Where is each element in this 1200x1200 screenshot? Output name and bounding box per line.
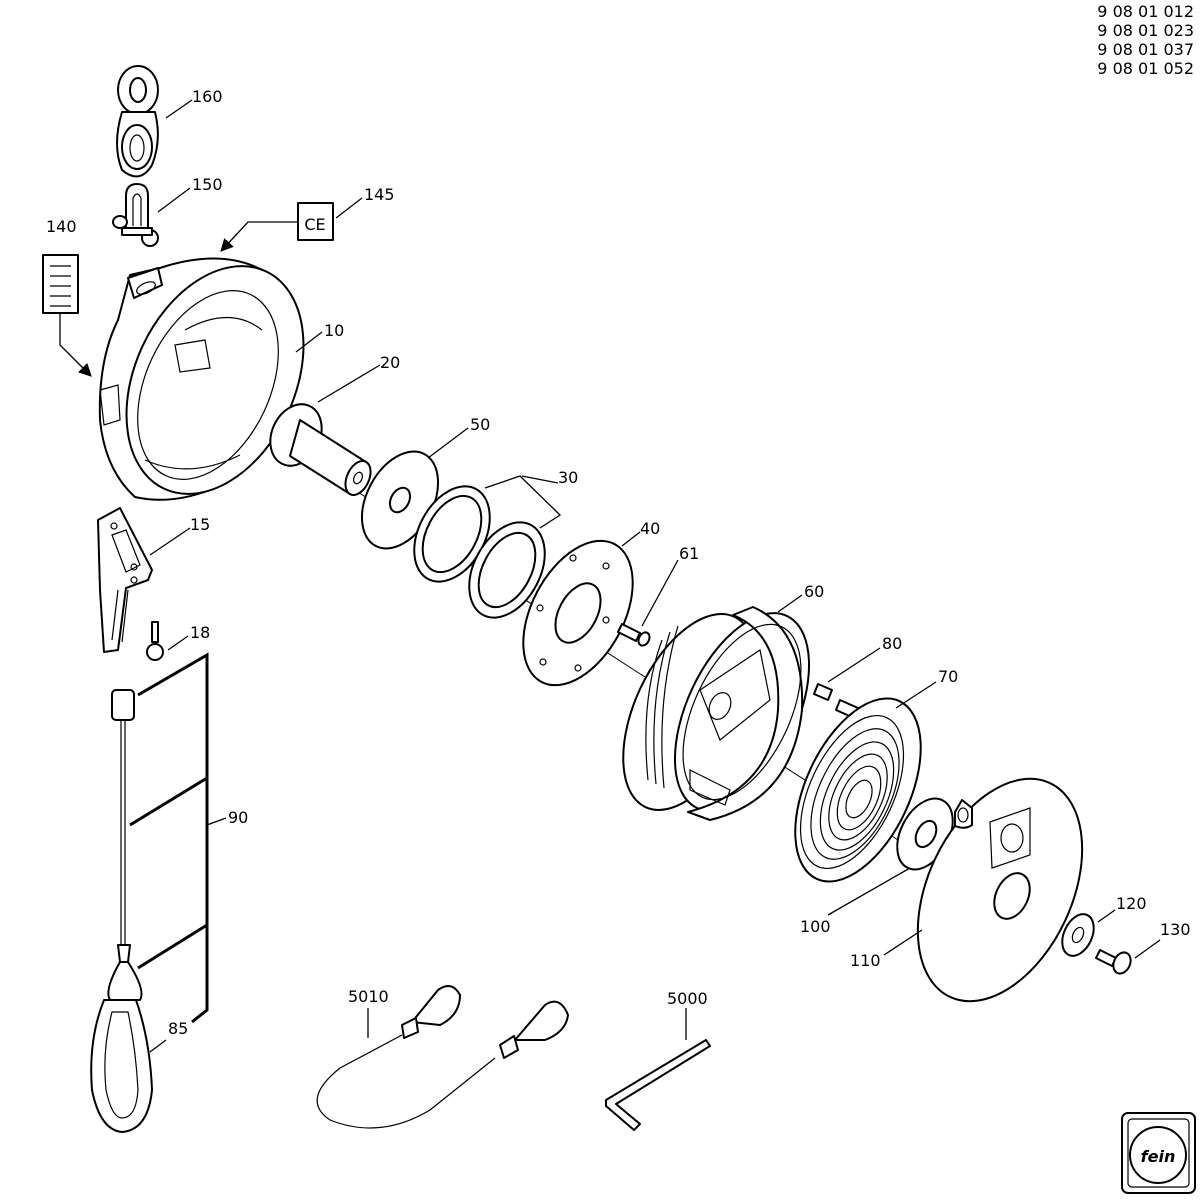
part-5010-cable-assembly [316, 985, 569, 1129]
part-140-label-plate [42, 254, 92, 377]
callout-bracket-90-85 [129, 652, 209, 1024]
label-plate-icon [42, 254, 79, 314]
callout-70: 70 [938, 667, 958, 686]
callout-150: 150 [192, 175, 223, 194]
callout-60: 60 [804, 582, 824, 601]
callout-120: 120 [1116, 894, 1147, 913]
part-60-cable-drum [622, 606, 811, 821]
part-15-cable-guide [97, 507, 153, 653]
leader-lines [149, 99, 1161, 1053]
callout-61: 61 [679, 544, 699, 563]
callout-18: 18 [190, 623, 210, 642]
part-120-washer [1061, 913, 1095, 957]
part-40-flange-plate [522, 539, 634, 687]
part-110-cover [916, 777, 1084, 1003]
fein-logo-icon: fein [1121, 1112, 1196, 1194]
part-90-cable [107, 689, 143, 1001]
callout-labels: 160 150 145 140 10 20 50 30 40 61 60 80 … [46, 87, 1191, 1038]
ce-mark-icon: CE [304, 215, 325, 234]
callout-130: 130 [1160, 920, 1191, 939]
part-70-spiral-spring [794, 697, 922, 883]
callout-5010: 5010 [348, 987, 389, 1006]
callout-145: 145 [364, 185, 395, 204]
callout-85: 85 [168, 1019, 188, 1038]
callout-160: 160 [192, 87, 223, 106]
part-61-screw [617, 623, 651, 647]
callout-20: 20 [380, 353, 400, 372]
part-20-shaft [269, 403, 372, 496]
callout-100: 100 [800, 917, 831, 936]
part-130-screw [1095, 949, 1132, 975]
callout-80: 80 [882, 634, 902, 653]
callout-30: 30 [558, 468, 578, 487]
callout-15: 15 [190, 515, 210, 534]
part-85-carabiner [90, 999, 153, 1133]
document-number: 9 08 01 012 [1097, 2, 1194, 21]
document-number: 9 08 01 023 [1097, 21, 1194, 40]
part-10-housing [98, 257, 305, 501]
part-150-shackle [112, 183, 159, 247]
part-18-screw [146, 621, 164, 661]
document-number: 9 08 01 052 [1097, 59, 1194, 78]
part-30-spacer-rings [413, 485, 546, 619]
document-numbers: 9 08 01 012 9 08 01 023 9 08 01 037 9 08… [1097, 2, 1194, 78]
part-5000-hex-key [605, 1039, 711, 1131]
callout-50: 50 [470, 415, 490, 434]
callout-10: 10 [324, 321, 344, 340]
callout-90: 90 [228, 808, 248, 827]
callout-40: 40 [640, 519, 660, 538]
part-160-swivel-eye [116, 65, 159, 178]
callout-140: 140 [46, 217, 77, 236]
callout-110: 110 [850, 951, 881, 970]
document-number: 9 08 01 037 [1097, 40, 1194, 59]
part-145-ce-mark: CE [220, 202, 334, 252]
callout-5000: 5000 [667, 989, 708, 1008]
fein-logo-text: fein [1141, 1147, 1176, 1166]
